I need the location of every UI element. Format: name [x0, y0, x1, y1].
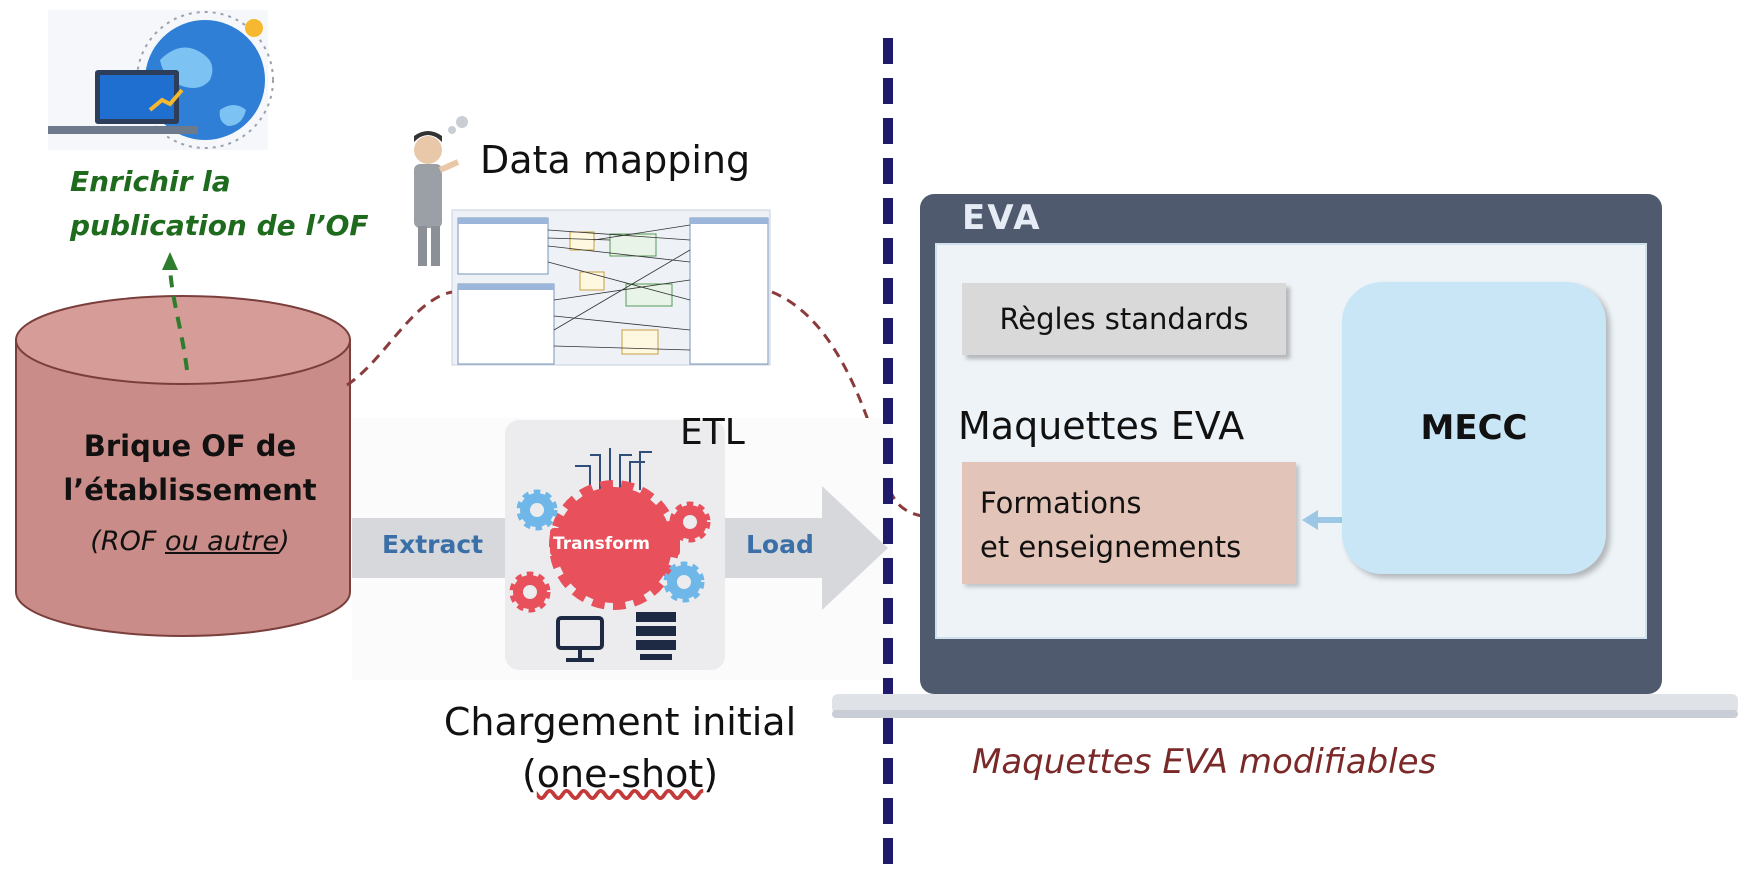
formations-line1: Formations: [980, 486, 1142, 520]
initial-load-caption: Chargement initial (one-shot): [400, 696, 840, 800]
data-mapping-title: Data mapping: [480, 138, 751, 182]
initial-load-line2: (one-shot): [400, 748, 840, 800]
thinking-person-icon: [414, 116, 468, 266]
etl-label: ETL: [680, 412, 745, 453]
database-title: Brique OF de l’établissement: [63, 429, 317, 507]
extract-label: Extract: [382, 530, 484, 559]
rules-label: Règles standards: [999, 302, 1249, 336]
database-subtitle-open: (ROF: [90, 526, 165, 557]
load-label: Load: [746, 530, 814, 559]
circuit-lines: [575, 448, 652, 490]
initial-load-line1: Chargement initial: [443, 700, 797, 744]
transform-label: Transform: [553, 534, 650, 554]
etl-pipeline: [352, 418, 892, 680]
gear-icon: [516, 489, 558, 531]
mecc-box: [1342, 282, 1606, 574]
enrich-line2: publication de l’OF: [70, 209, 369, 242]
database-cylinder: [15, 295, 351, 637]
computer-icon: [556, 616, 604, 662]
enrich-arrow: [162, 252, 189, 371]
database-subtitle-link: ou autre: [164, 526, 280, 557]
server-icon: [636, 612, 676, 660]
database-subtitle-close: ): [279, 526, 290, 557]
mapping-screenshot-icon: [451, 209, 771, 366]
enrich-publication-label: Enrichir la publication de l’OF: [70, 160, 369, 248]
gear-icon: [509, 571, 551, 613]
formations-box: [962, 462, 1296, 584]
initial-load-link: one-shot: [536, 752, 704, 796]
gear-icon: [663, 561, 705, 603]
globe-laptop-icon: [48, 10, 274, 150]
initial-load-close: ): [703, 752, 719, 796]
mecc-label: MECC: [1420, 408, 1528, 448]
mecc-to-formations-arrow: [1302, 510, 1342, 530]
gear-icon: [669, 501, 711, 543]
rules-box: [962, 283, 1286, 355]
eva-title: EVA: [962, 198, 1042, 238]
database-subtitle: (ROF ou autre): [40, 526, 340, 557]
initial-load-open: (: [521, 752, 537, 796]
connector-db-mapping: [346, 290, 453, 387]
maquettes-label: Maquettes EVA: [958, 404, 1245, 448]
enrich-line1: Enrichir la: [70, 165, 231, 198]
eva-caption: Maquettes EVA modifiables: [972, 742, 1437, 782]
gear-icon: [549, 480, 680, 610]
formations-line2: et enseignements: [980, 530, 1242, 564]
